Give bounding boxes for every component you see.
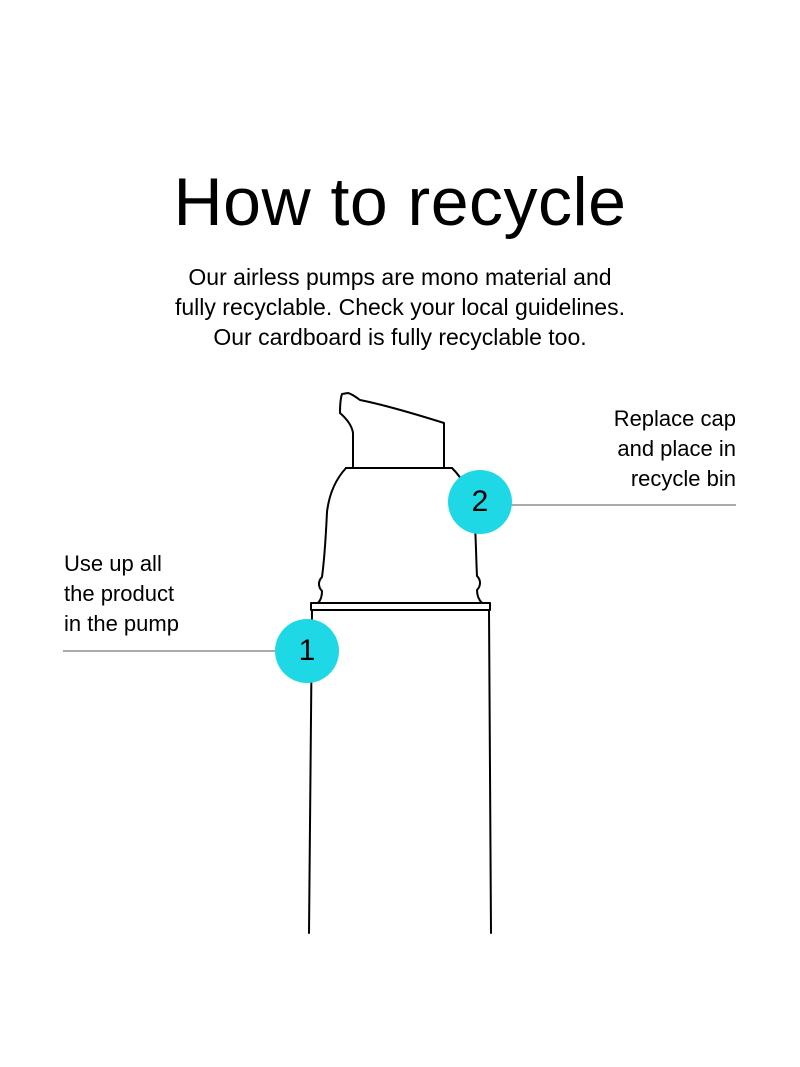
step-1-badge: 1	[275, 619, 339, 683]
step-1-label: Use up all the product in the pump	[64, 549, 179, 639]
step-2-label-line: recycle bin	[630, 466, 736, 491]
step-2-badge: 2	[448, 470, 512, 534]
page-title: How to recycle	[173, 164, 627, 240]
intro-line: Our airless pumps are mono material and	[188, 264, 612, 290]
step-2-label-line: Replace cap	[613, 406, 736, 431]
step-1-label-line: Use up all	[64, 551, 162, 576]
bottle-body-right	[488, 609, 492, 934]
pump-nozzle	[339, 392, 445, 469]
intro-text: Our airless pumps are mono material and …	[100, 262, 700, 352]
intro-line: Our cardboard is fully recyclable too.	[213, 324, 587, 350]
intro-line: fully recyclable. Check your local guide…	[175, 294, 625, 320]
step-2-label-line: and place in	[617, 436, 736, 461]
step-1-label-line: the product	[64, 581, 175, 606]
bottle-collar	[310, 602, 491, 611]
pump-shoulder	[317, 467, 347, 604]
step-2-label: Replace cap and place in recycle bin	[614, 404, 736, 494]
step-1-label-line: in the pump	[64, 611, 179, 636]
